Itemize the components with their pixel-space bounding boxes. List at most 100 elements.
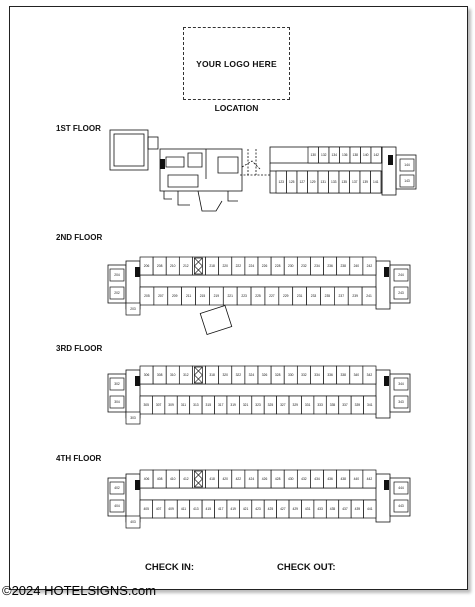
room: 435 <box>325 499 340 519</box>
location-label: LOCATION <box>214 103 259 113</box>
room-number: 441 <box>367 507 373 511</box>
room: 208 <box>152 256 167 276</box>
room-number: 333 <box>317 403 323 407</box>
room: 329 <box>288 395 302 415</box>
floor-plan-3: 3063083103123163183203223243263283303323… <box>107 365 411 425</box>
room: 237 <box>334 286 349 306</box>
room-number: 205 <box>144 294 150 298</box>
room-number: 438 <box>340 477 346 481</box>
floor-plan-2: 2062082102122162182202222242262282302322… <box>107 256 411 335</box>
room: 224 <box>244 256 259 276</box>
room: 136 <box>339 146 351 164</box>
room: 419 <box>226 499 240 519</box>
room-number: 137 <box>352 180 358 184</box>
room: 204 <box>109 268 125 282</box>
room-number: 408 <box>157 477 163 481</box>
room-number: 226 <box>262 264 268 268</box>
room-number: 240 <box>354 264 360 268</box>
room-number: 420 <box>222 477 228 481</box>
room-number: 312 <box>183 373 189 377</box>
room: 320 <box>218 365 233 385</box>
room: 303 <box>125 411 141 425</box>
room-number: 422 <box>236 477 242 481</box>
room-number: 304 <box>114 400 120 404</box>
floor-label-2: 2ND FLOOR <box>56 233 103 242</box>
room-number: 332 <box>301 373 307 377</box>
room: 222 <box>231 256 246 276</box>
room: 432 <box>296 469 311 489</box>
room: 337 <box>338 395 352 415</box>
room-number: 204 <box>114 273 120 277</box>
room-number: 141 <box>373 180 379 184</box>
room-number: 228 <box>275 264 281 268</box>
room-number: 208 <box>157 264 163 268</box>
room-number: 223 <box>241 294 247 298</box>
room: 407 <box>152 499 166 519</box>
room-number: 339 <box>355 403 361 407</box>
room-number: 310 <box>170 373 176 377</box>
room: 326 <box>257 365 272 385</box>
room-number: 411 <box>181 507 186 511</box>
room-number: 142 <box>373 153 379 157</box>
room: 207 <box>153 286 169 306</box>
room: 137 <box>349 170 361 194</box>
room: 426 <box>257 469 272 489</box>
room-number: 421 <box>243 507 249 511</box>
room-number: 444 <box>398 486 404 490</box>
room: 315 <box>201 395 215 415</box>
room-number: 307 <box>156 403 162 407</box>
room-number: 308 <box>157 373 163 377</box>
room-number: 433 <box>317 507 323 511</box>
room: 307 <box>152 395 166 415</box>
room-number: 305 <box>143 403 149 407</box>
room-number: 315 <box>206 403 212 407</box>
room-number: 131 <box>320 180 326 184</box>
room: 203 <box>125 302 141 316</box>
room-number: 338 <box>340 373 346 377</box>
room: 336 <box>323 365 338 385</box>
room: 442 <box>362 469 377 489</box>
room: 244 <box>393 268 409 282</box>
room-number: 221 <box>227 294 233 298</box>
room: 131 <box>317 170 329 194</box>
room-number: 344 <box>398 382 404 386</box>
room: 430 <box>283 469 298 489</box>
room: 225 <box>250 286 266 306</box>
room: 135 <box>338 170 350 194</box>
copyright-text: ©2024 HOTELSIGNS.com <box>2 583 157 598</box>
floor-label-1: 1ST FLOOR <box>56 124 101 133</box>
room: 444 <box>393 481 409 495</box>
room: 423 <box>251 499 265 519</box>
room-number: 136 <box>342 153 348 157</box>
room: 410 <box>165 469 180 489</box>
room: 318 <box>205 365 220 385</box>
room-number: 341 <box>367 403 373 407</box>
room: 422 <box>231 469 246 489</box>
room-number: 325 <box>268 403 274 407</box>
room-number: 135 <box>341 180 347 184</box>
room: 142 <box>370 146 382 164</box>
room: 434 <box>310 469 324 489</box>
room: 312 <box>178 365 193 385</box>
room-number: 143 <box>404 179 410 183</box>
room: 305 <box>139 395 153 415</box>
room-number: 437 <box>342 507 348 511</box>
room: 233 <box>306 286 321 306</box>
room-number: 427 <box>280 507 286 511</box>
room: 243 <box>393 286 409 300</box>
room: 125 <box>286 170 298 194</box>
room-number: 236 <box>327 264 333 268</box>
floor-label-4: 4TH FLOOR <box>56 454 102 463</box>
room-number: 405 <box>143 507 149 511</box>
room: 408 <box>152 469 167 489</box>
room-number: 430 <box>288 477 294 481</box>
room-number: 218 <box>209 264 215 268</box>
room-number: 231 <box>297 294 303 298</box>
room-number: 319 <box>230 403 236 407</box>
room-number: 220 <box>222 264 228 268</box>
room: 133 <box>328 170 340 194</box>
room-number: 407 <box>156 507 162 511</box>
room-number: 412 <box>183 477 189 481</box>
room: 238 <box>336 256 351 276</box>
room: 424 <box>244 469 259 489</box>
